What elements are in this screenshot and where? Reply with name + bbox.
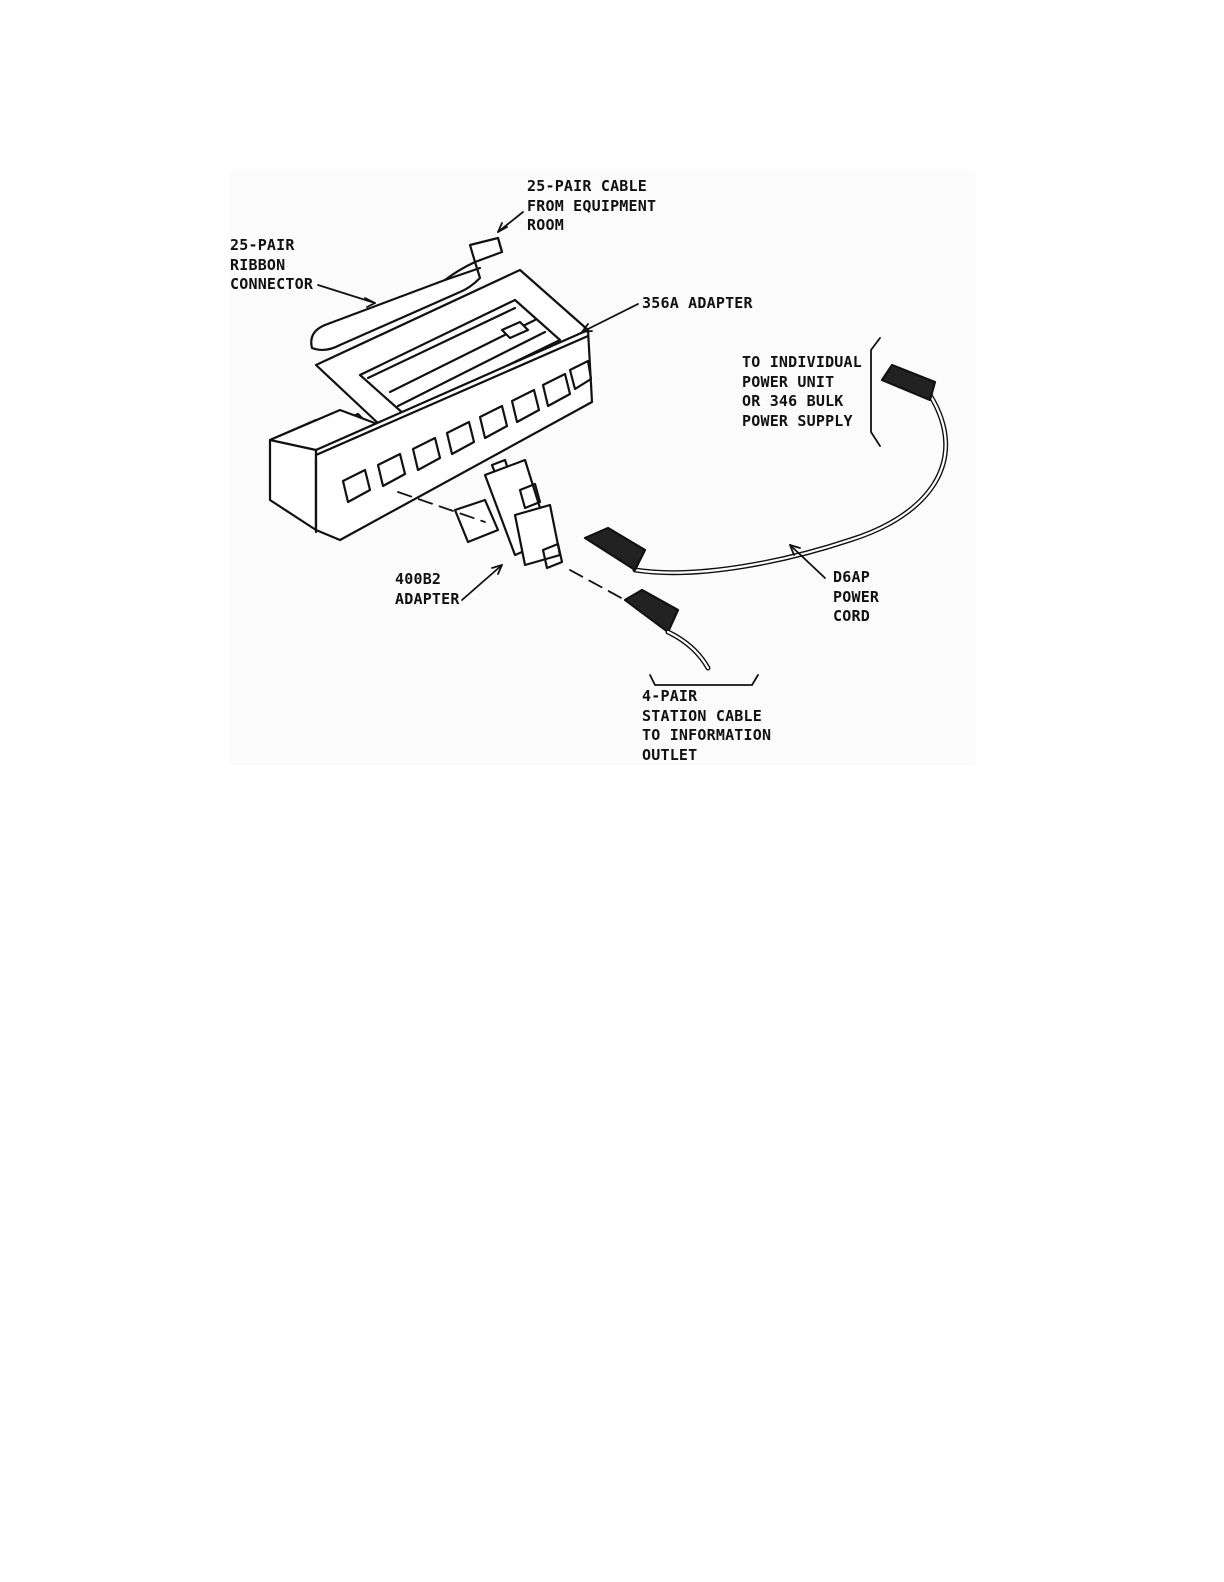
adapter-356a-drawing (270, 270, 592, 540)
station-cable-drawing (625, 590, 708, 668)
bracket-power-unit (871, 338, 880, 446)
bracket-station-cable (650, 675, 758, 685)
arrow-ribbon-connector (318, 285, 375, 303)
adapter-400b2-drawing (455, 460, 562, 568)
cable-25pair-drawing (470, 238, 502, 262)
label-356a-adapter: 356A ADAPTER (642, 294, 753, 314)
arrow-400b2 (462, 565, 502, 600)
arrow-356a (582, 304, 638, 332)
diagram-drawing (230, 170, 975, 765)
